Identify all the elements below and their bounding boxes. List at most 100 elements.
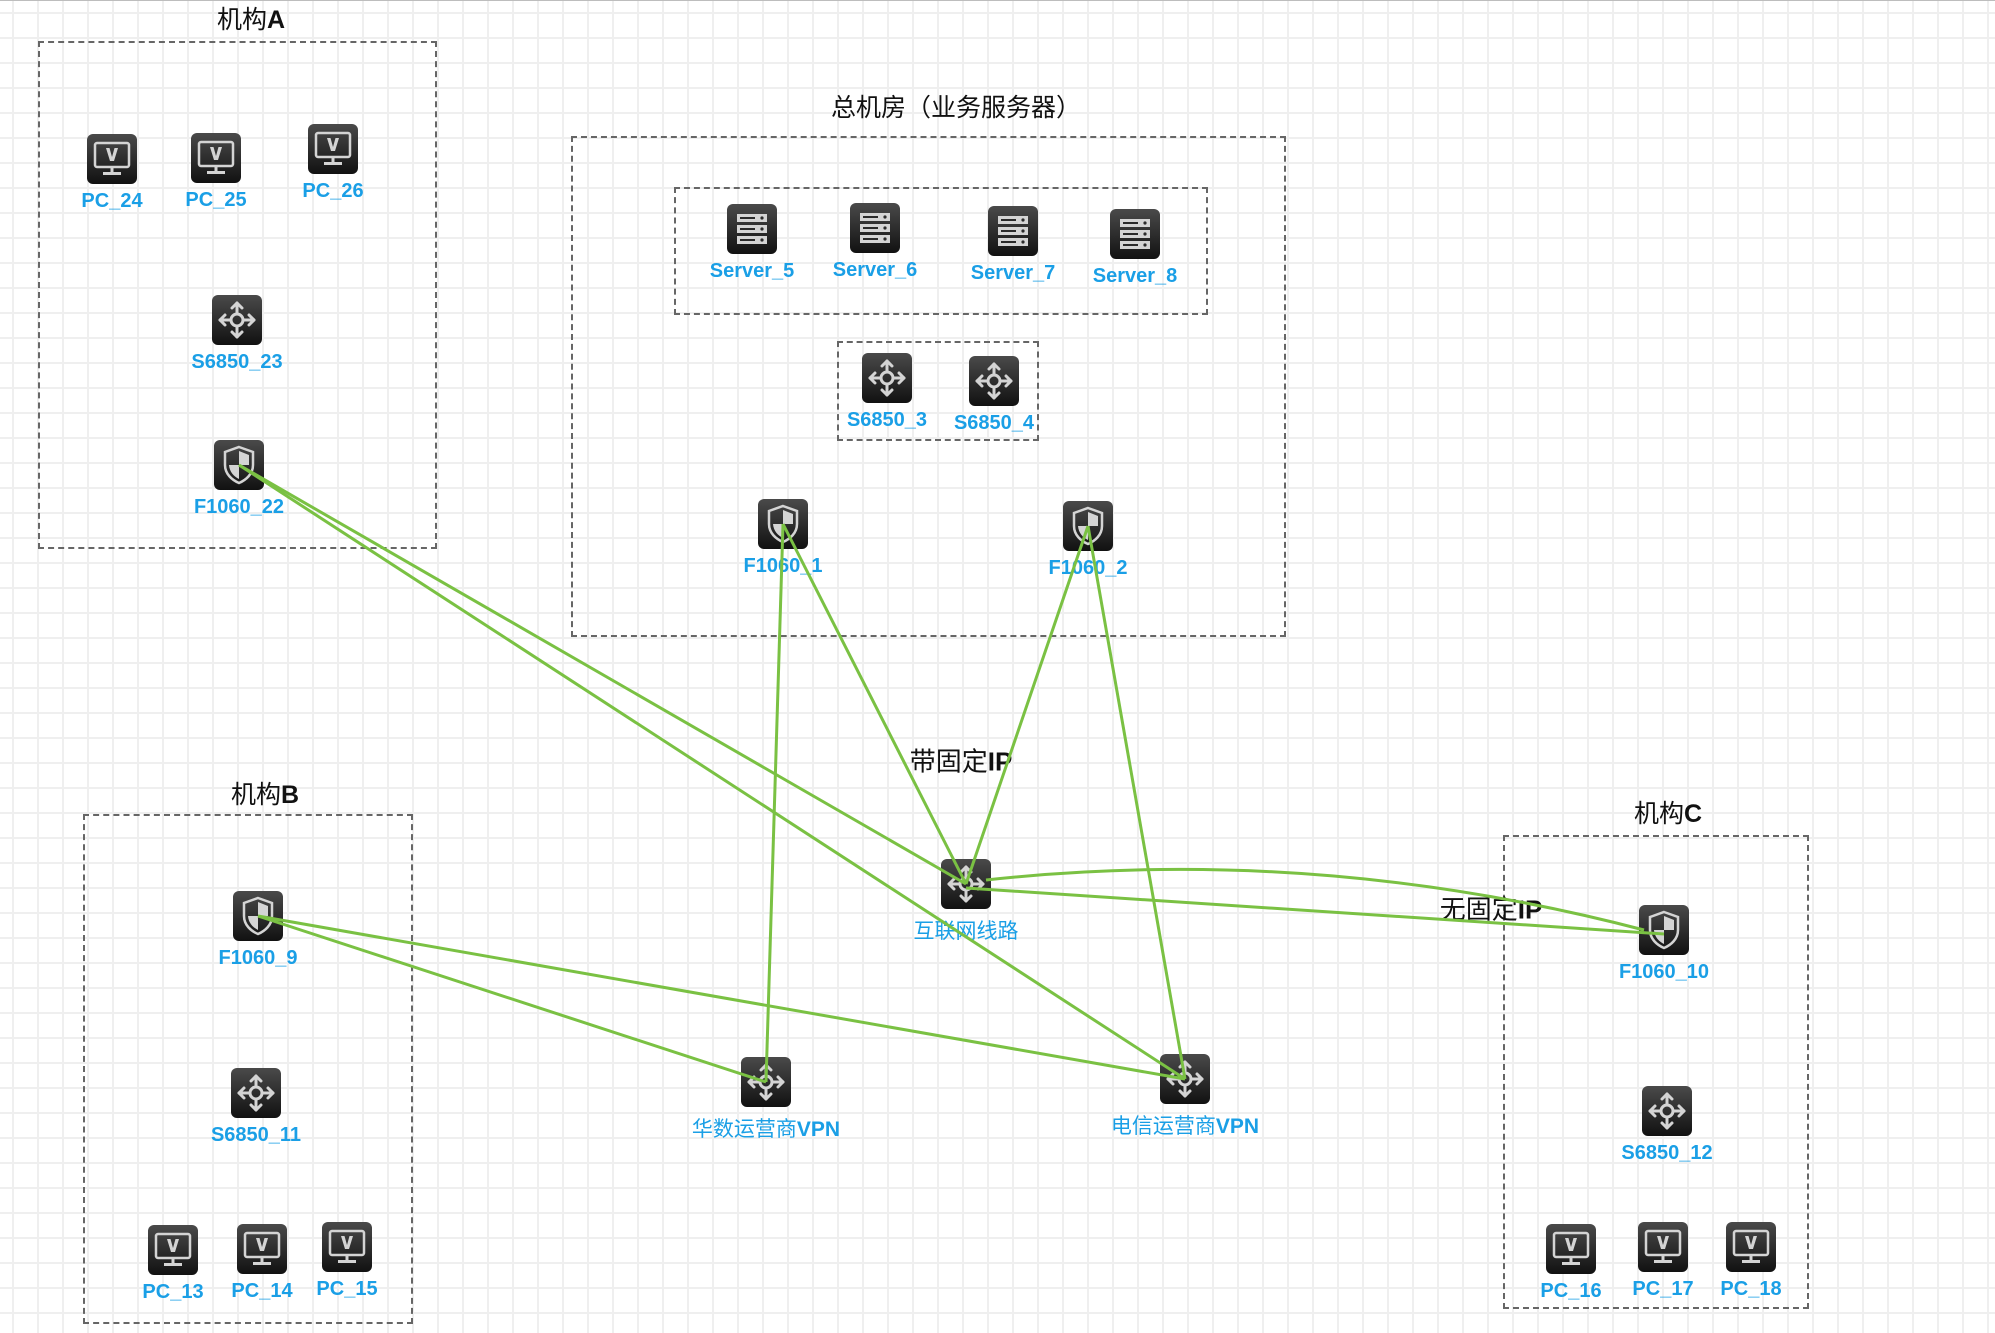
node-f1060-10[interactable]: F1060_10 bbox=[1619, 905, 1709, 983]
node-telecom-vpn[interactable]: 电信运营商VPN bbox=[1111, 1054, 1259, 1138]
node-label-lat: VPN bbox=[796, 1118, 841, 1141]
node-server-6[interactable]: Server_6 bbox=[833, 203, 917, 281]
node-label: 电信运营商VPN bbox=[1111, 1110, 1259, 1140]
link-f1060_22-internet[interactable] bbox=[238, 463, 967, 886]
node-f1060-22[interactable]: F1060_22 bbox=[194, 440, 284, 518]
node-pc-18[interactable]: PC_18 bbox=[1720, 1222, 1782, 1300]
group-title-lat: B bbox=[280, 781, 300, 809]
node-label: PC_25 bbox=[185, 189, 247, 211]
node-label: S6850_11 bbox=[210, 1124, 302, 1146]
group-org-c[interactable] bbox=[1503, 835, 1809, 1309]
group-title-cn: 机构 bbox=[216, 5, 267, 34]
pc-icon bbox=[87, 134, 137, 184]
node-s6850-23[interactable]: S6850_23 bbox=[191, 295, 283, 373]
switch-icon bbox=[741, 1057, 791, 1107]
node-pc-15[interactable]: PC_15 bbox=[316, 1222, 378, 1300]
node-pc-16[interactable]: PC_16 bbox=[1540, 1224, 1602, 1302]
group-core-switches[interactable] bbox=[837, 341, 1039, 441]
node-pc-14[interactable]: PC_14 bbox=[231, 1224, 293, 1302]
node-label: PC_24 bbox=[81, 190, 143, 212]
node-label: PC_18 bbox=[1720, 1278, 1782, 1300]
link-label-cn: 带固定 bbox=[909, 747, 988, 778]
server-icon bbox=[1110, 209, 1160, 259]
node-label: Server_6 bbox=[832, 259, 918, 281]
switch-icon bbox=[1642, 1086, 1692, 1136]
link-f1060_2-telecom_vpn[interactable] bbox=[1086, 525, 1187, 1080]
node-pc-13[interactable]: PC_13 bbox=[142, 1225, 204, 1303]
switch-icon bbox=[862, 353, 912, 403]
node-s6850-11[interactable]: S6850_11 bbox=[211, 1068, 301, 1146]
node-label: PC_13 bbox=[142, 1281, 204, 1303]
group-title-org-a: 机构A bbox=[217, 0, 285, 36]
node-s6850-4[interactable]: S6850_4 bbox=[954, 356, 1034, 434]
pc-icon bbox=[322, 1222, 372, 1272]
link-f1060_22-telecom_vpn[interactable] bbox=[238, 463, 1186, 1081]
group-org-a[interactable] bbox=[38, 41, 437, 549]
server-icon bbox=[727, 204, 777, 254]
node-internet-line[interactable]: 互联网线路 bbox=[914, 859, 1019, 943]
group-org-b[interactable] bbox=[83, 814, 413, 1324]
pc-icon bbox=[148, 1225, 198, 1275]
pc-icon bbox=[191, 133, 241, 183]
node-label: F1060_10 bbox=[1618, 961, 1710, 983]
node-label: F1060_2 bbox=[1048, 557, 1128, 579]
node-server-5[interactable]: Server_5 bbox=[710, 204, 794, 282]
group-hq[interactable] bbox=[571, 136, 1286, 637]
node-label: F1060_22 bbox=[193, 496, 285, 518]
node-label-cn: 华数运营商 bbox=[691, 1117, 797, 1141]
group-title-cn: 机构 bbox=[230, 780, 281, 809]
switch-icon bbox=[212, 295, 262, 345]
group-title-lat: A bbox=[266, 6, 286, 34]
node-label: S6850_23 bbox=[191, 351, 283, 373]
node-pc-26[interactable]: PC_26 bbox=[302, 124, 364, 202]
link-f1060_9-huashu_vpn[interactable] bbox=[257, 914, 767, 1084]
canvas-top-border bbox=[0, 0, 1995, 1]
node-label: Server_8 bbox=[1092, 265, 1178, 287]
node-label: 互联网线路 bbox=[913, 919, 1019, 943]
pc-icon bbox=[1546, 1224, 1596, 1274]
pc-icon bbox=[1726, 1222, 1776, 1272]
link-label-lat: IP bbox=[1517, 894, 1543, 925]
node-pc-17[interactable]: PC_17 bbox=[1632, 1222, 1694, 1300]
node-label: S6850_4 bbox=[953, 412, 1035, 434]
node-label: PC_15 bbox=[316, 1278, 378, 1300]
group-title-lat: C bbox=[1683, 800, 1703, 828]
link-f1060_9-telecom_vpn[interactable] bbox=[257, 914, 1186, 1081]
link-label-fixed-ip: 带固定IP bbox=[910, 742, 1013, 779]
link-f1060_2-internet[interactable] bbox=[964, 525, 1090, 885]
server-icon bbox=[850, 203, 900, 253]
group-title-cn: 机构 bbox=[1633, 799, 1684, 828]
node-label: PC_14 bbox=[231, 1280, 293, 1302]
group-servers[interactable] bbox=[674, 187, 1208, 315]
pc-icon bbox=[237, 1224, 287, 1274]
firewall-icon bbox=[1639, 905, 1689, 955]
switch-icon bbox=[1160, 1054, 1210, 1104]
node-label: Server_7 bbox=[970, 262, 1056, 284]
node-label: S6850_3 bbox=[846, 409, 928, 431]
node-huashu-vpn[interactable]: 华数运营商VPN bbox=[692, 1057, 840, 1141]
node-label: Server_5 bbox=[709, 260, 795, 282]
node-pc-25[interactable]: PC_25 bbox=[185, 133, 247, 211]
link-internet-f1060_10-curved[interactable] bbox=[985, 867, 1645, 932]
node-label: PC_16 bbox=[1540, 1280, 1602, 1302]
group-title-org-b: 机构B bbox=[231, 775, 299, 811]
link-f1060_1-huashu_vpn[interactable] bbox=[764, 523, 785, 1083]
node-label: F1060_9 bbox=[218, 947, 298, 969]
group-title-cn: 总机房（业务服务器） bbox=[830, 93, 1082, 122]
node-label-cn: 电信运营商 bbox=[1110, 1114, 1216, 1138]
node-server-7[interactable]: Server_7 bbox=[971, 206, 1055, 284]
node-pc-24[interactable]: PC_24 bbox=[81, 134, 143, 212]
group-title-hq: 总机房（业务服务器） bbox=[831, 88, 1081, 124]
group-title-org-c: 机构C bbox=[1634, 794, 1702, 830]
node-label: PC_26 bbox=[302, 180, 364, 202]
link-internet-f1060_10[interactable] bbox=[965, 886, 1665, 936]
link-f1060_1-internet[interactable] bbox=[781, 523, 968, 885]
node-s6850-12[interactable]: S6850_12 bbox=[1621, 1086, 1713, 1164]
node-label: 华数运营商VPN bbox=[692, 1113, 840, 1143]
pc-icon bbox=[308, 124, 358, 174]
node-s6850-3[interactable]: S6850_3 bbox=[847, 353, 927, 431]
switch-icon bbox=[231, 1068, 281, 1118]
node-server-8[interactable]: Server_8 bbox=[1093, 209, 1177, 287]
server-icon bbox=[988, 206, 1038, 256]
